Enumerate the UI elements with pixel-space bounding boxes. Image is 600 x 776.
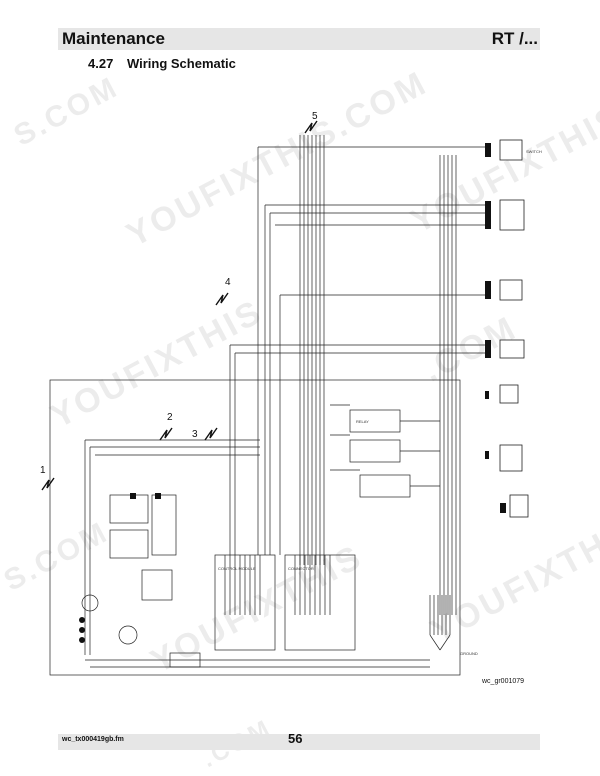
wire-bundle-5: [299, 135, 325, 565]
wiring-schematic: 1 2 3 4 5 CONTROL MODULE CONNECTOR GROUN…: [40, 111, 542, 676]
callout-5: 5: [312, 111, 318, 122]
callout-4: 4: [225, 277, 231, 288]
section-heading: 4.27 Wiring Schematic: [88, 56, 246, 71]
header-bar: [58, 28, 540, 50]
footer-bar: [58, 734, 540, 750]
control-module-label: CONTROL MODULE: [218, 566, 256, 571]
callout-2: 2: [167, 412, 173, 423]
callout-1: 1: [40, 465, 46, 476]
ground-label: GROUND: [460, 651, 478, 656]
page-header-model: RT /...: [491, 29, 538, 48]
section-title-text: Wiring Schematic: [126, 56, 236, 71]
footer-filename: wc_tx000419gb.fm: [62, 736, 124, 743]
section-number: 4.27: [88, 56, 114, 71]
relay-label: RELAY: [356, 419, 369, 424]
connector-label: CONNECTOR: [288, 566, 314, 571]
switch-label: SWITCH: [526, 149, 542, 154]
page-number: 56: [288, 731, 303, 746]
page-header-title: Maintenance: [62, 29, 165, 48]
callout-3: 3: [192, 429, 198, 440]
figure-code: wc_gr001079: [482, 678, 525, 685]
